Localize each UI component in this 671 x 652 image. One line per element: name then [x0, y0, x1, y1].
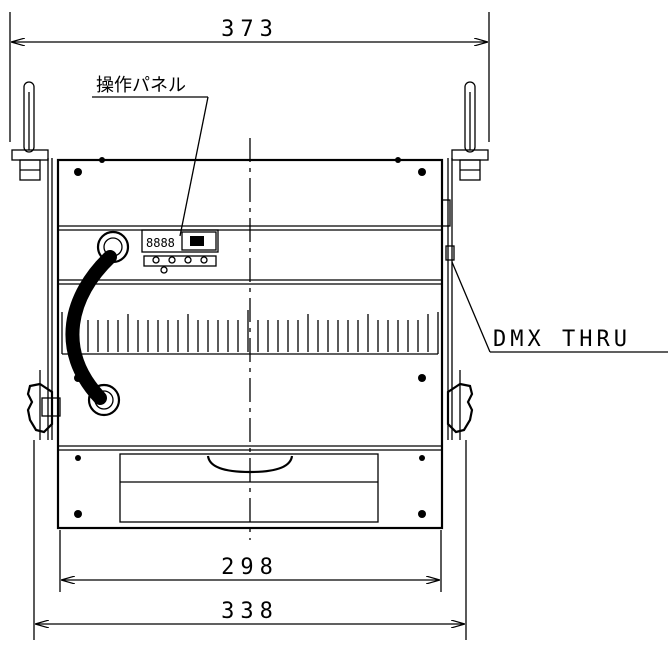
power-cable [65, 230, 130, 417]
control-panel: 8888 [141, 229, 219, 274]
dimension-338-text: 338 [221, 599, 279, 624]
dmx-thru-label: DMX THRU [493, 327, 631, 352]
mounting-bolt-left [11, 81, 49, 181]
dimension-338: 338 [33, 440, 467, 640]
dmx-thru-connector: DMX THRU [441, 199, 668, 353]
tilt-knob-left [26, 382, 61, 434]
mounting-bolt-right [451, 81, 489, 181]
dimension-298: 298 [59, 530, 442, 592]
control-panel-callout: 操作パネル [92, 75, 209, 237]
tilt-knob-right [446, 382, 474, 434]
front-drawer [119, 453, 379, 523]
dimension-373: 373 [9, 12, 490, 142]
dimension-373-text: 373 [221, 17, 279, 42]
control-panel-label: 操作パネル [96, 75, 186, 96]
panel-display: 8888 [146, 236, 175, 250]
dimension-298-text: 298 [221, 555, 279, 580]
